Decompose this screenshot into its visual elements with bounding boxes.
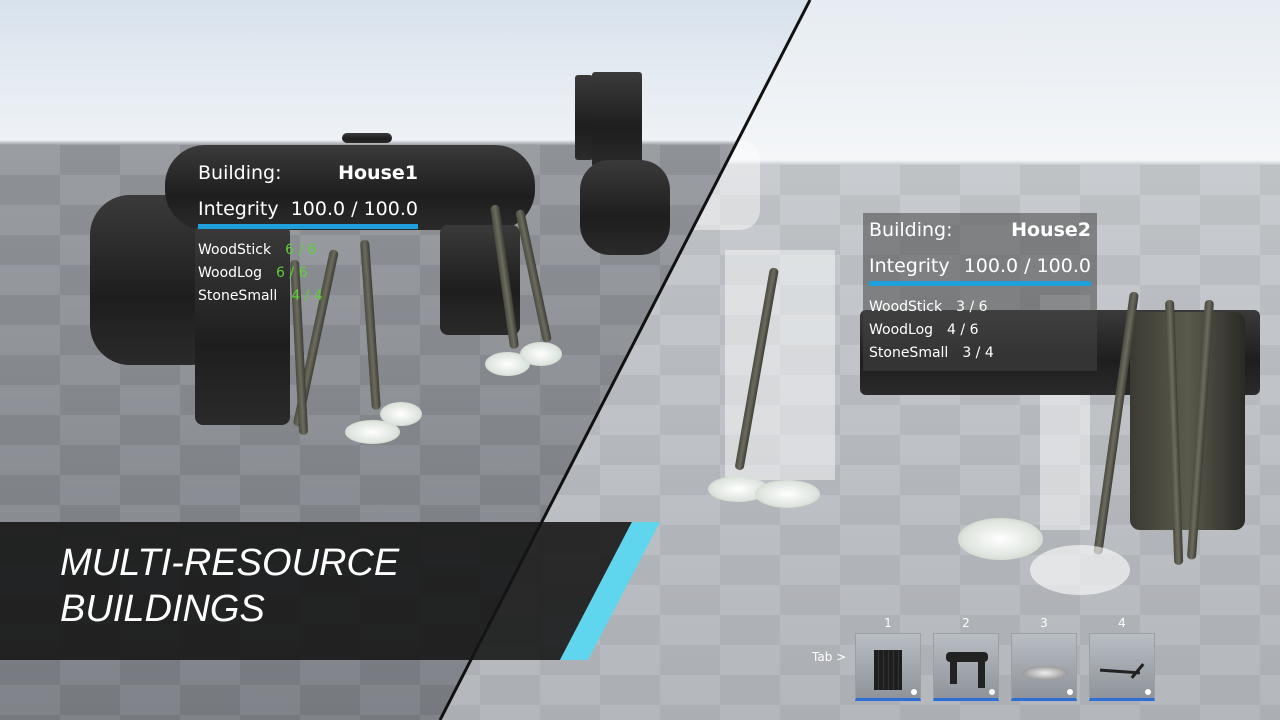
integrity-value: 100.0 / 100.0 <box>963 255 1091 277</box>
resource-row: StoneSmall 3 / 4 <box>869 342 1091 365</box>
resource-name: WoodStick <box>198 242 272 258</box>
resource-count: 6 / 6 <box>285 242 317 258</box>
hotbar-slot-4[interactable]: 4 <box>1089 616 1155 701</box>
log <box>342 133 392 143</box>
resource-row: StoneSmall 4 / 4 <box>198 285 418 308</box>
slot-key: 3 <box>1040 616 1048 630</box>
resource-name: StoneSmall <box>198 288 278 304</box>
lean-to-icon <box>1089 633 1155 701</box>
resource-name: WoodLog <box>869 322 934 338</box>
stone-pile-icon <box>1011 633 1077 701</box>
resource-name: WoodStick <box>869 299 943 315</box>
hotbar-slot-1[interactable]: 1 <box>855 616 921 701</box>
integrity-label: Integrity <box>198 198 279 220</box>
palisade-icon <box>855 633 921 701</box>
slot-key: 1 <box>884 616 892 630</box>
hotbar-slot-3[interactable]: 3 <box>1011 616 1077 701</box>
resource-count: 3 / 4 <box>962 345 994 361</box>
standing-log <box>575 75 593 160</box>
title-banner <box>0 522 632 660</box>
building-name: House1 <box>338 162 418 184</box>
integrity-bar <box>198 224 418 229</box>
resource-row: WoodLog 4 / 6 <box>869 319 1091 342</box>
resource-list: WoodStick 3 / 6 WoodLog 4 / 6 StoneSmall 3 … <box>869 296 1091 365</box>
integrity-label: Integrity <box>869 255 950 277</box>
build-hotbar: 1 2 3 4 <box>855 616 1155 701</box>
resource-count: 4 / 4 <box>291 288 323 304</box>
resource-name: WoodLog <box>198 265 263 281</box>
video-title: MULTI-RESOURCE BUILDINGS <box>60 540 399 632</box>
integrity-value: 100.0 / 100.0 <box>290 198 418 220</box>
building-info-panel-house1: Building: House1 Integrity 100.0 / 100.0 W… <box>198 162 418 308</box>
house-icon <box>933 633 999 701</box>
integrity-bar <box>869 281 1091 286</box>
ghost-stone <box>1030 545 1130 595</box>
resource-count: 3 / 6 <box>956 299 988 315</box>
tab-hint: Tab > <box>812 650 847 664</box>
resource-count: 4 / 6 <box>947 322 979 338</box>
hotbar-slot-2[interactable]: 2 <box>933 616 999 701</box>
title-line: BUILDINGS <box>60 588 265 630</box>
resource-name: StoneSmall <box>869 345 949 361</box>
stone <box>380 402 422 426</box>
stone <box>755 480 820 508</box>
log-stack <box>580 160 670 255</box>
slot-key: 2 <box>962 616 970 630</box>
stone <box>958 518 1043 560</box>
building-name: House2 <box>1011 219 1091 241</box>
pillar-log <box>1130 312 1245 530</box>
resource-row: WoodStick 3 / 6 <box>869 296 1091 319</box>
pillar-log <box>195 225 290 425</box>
resource-row: WoodLog 6 / 6 <box>198 262 418 285</box>
slot-key: 4 <box>1118 616 1126 630</box>
stone <box>520 342 562 366</box>
title-line: MULTI-RESOURCE <box>60 542 400 584</box>
standing-log <box>592 72 642 167</box>
building-info-panel-house2: Building: House2 Integrity 100.0 / 100.0 W… <box>863 213 1097 371</box>
resource-count: 6 / 6 <box>276 265 308 281</box>
building-label: Building: <box>198 162 282 184</box>
resource-row: WoodStick 6 / 6 <box>198 239 418 262</box>
building-label: Building: <box>869 219 953 241</box>
